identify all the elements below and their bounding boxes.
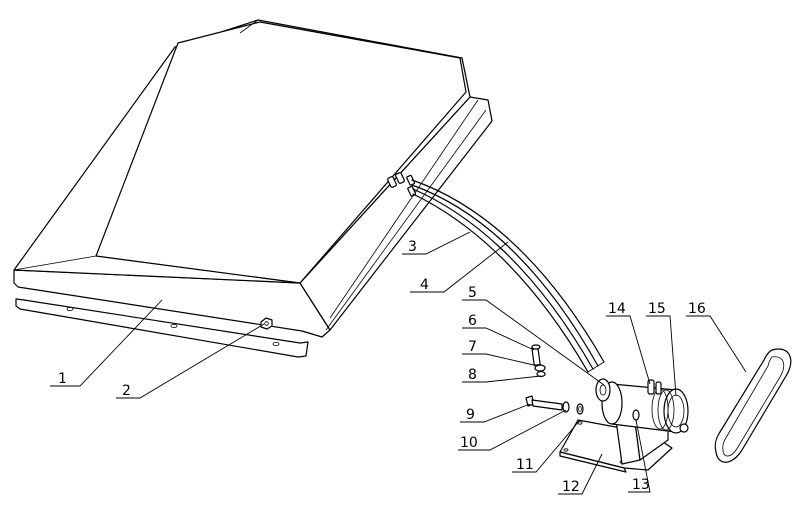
label-9: 9 <box>466 407 475 423</box>
label-4: 4 <box>420 277 429 293</box>
leader-lines <box>50 231 747 495</box>
label-6: 6 <box>468 313 477 329</box>
label-14: 14 <box>608 301 626 317</box>
label-1: 1 <box>58 371 67 387</box>
label-10: 10 <box>460 435 478 451</box>
label-13: 13 <box>632 477 650 493</box>
housing-box <box>13 19 493 358</box>
label-2: 2 <box>122 383 131 399</box>
belt <box>714 348 792 463</box>
part-labels: 1 2 3 4 5 6 7 8 9 10 11 12 13 14 15 16 <box>58 239 706 495</box>
label-11: 11 <box>516 457 534 473</box>
motor-assembly <box>559 378 689 473</box>
cables <box>411 179 605 373</box>
label-3: 3 <box>408 239 417 255</box>
label-12: 12 <box>562 479 580 495</box>
label-16: 16 <box>688 301 706 317</box>
label-15: 15 <box>648 301 666 317</box>
label-5: 5 <box>468 285 477 301</box>
label-7: 7 <box>468 339 477 355</box>
fasteners <box>525 344 584 415</box>
label-8: 8 <box>468 367 477 383</box>
